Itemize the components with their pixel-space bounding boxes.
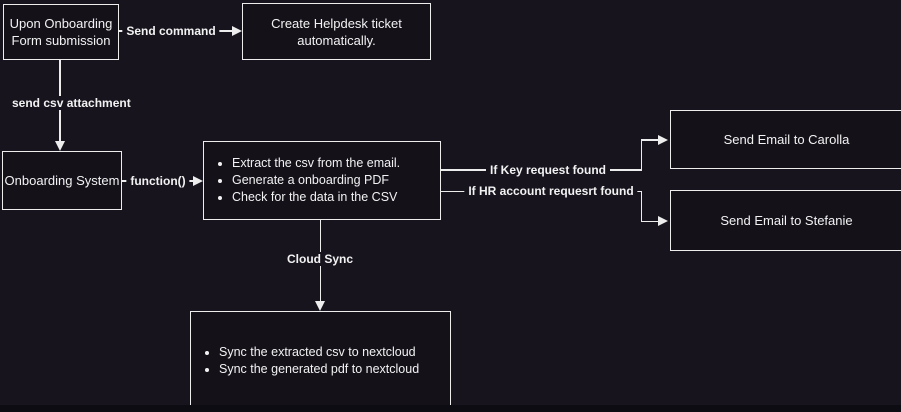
edge-hr-account-line <box>642 220 659 222</box>
bottom-edge-strip <box>0 405 901 412</box>
edge-label-cloud-sync[interactable]: Cloud Sync <box>282 252 358 266</box>
cloud-sync-task: Sync the extracted csv to nextcloud <box>219 344 419 361</box>
cloud-sync-task: Sync the generated pdf to nextcloud <box>219 361 419 378</box>
arrowhead-right-icon <box>658 216 668 226</box>
process-step: Generate a onboarding PDF <box>232 172 400 189</box>
process-step: Extract the csv from the email. <box>232 155 400 172</box>
node-cloud-sync-tasks[interactable]: Sync the extracted csv to nextcloud Sync… <box>190 311 451 411</box>
edge-label-if-hr-account[interactable]: If HR account requesrt found <box>464 184 638 198</box>
process-steps-list: Extract the csv from the email. Generate… <box>204 155 400 206</box>
node-upon-onboarding[interactable]: Upon Onboarding Form submission <box>3 4 119 60</box>
arrowhead-down-icon <box>315 301 325 311</box>
arrowhead-right-icon <box>658 135 668 145</box>
arrowhead-down-icon <box>55 141 65 151</box>
edge-label-if-key-request[interactable]: If Key request found <box>485 163 611 177</box>
node-send-email-carolla[interactable]: Send Email to Carolla <box>670 110 901 169</box>
arrowhead-right-icon <box>193 176 203 186</box>
edge-label-send-csv-attachment[interactable]: send csv attachment <box>8 96 135 110</box>
arrowhead-right-icon <box>232 26 242 36</box>
node-onboarding-system[interactable]: Onboarding System <box>2 151 122 210</box>
edge-key-request-line <box>642 139 659 141</box>
node-process-steps[interactable]: Extract the csv from the email. Generate… <box>203 141 441 220</box>
edge-label-function[interactable]: function() <box>126 174 190 188</box>
node-create-helpdesk-ticket[interactable]: Create Helpdesk ticket automatically. <box>242 3 431 60</box>
edge-hr-account-line <box>640 191 642 222</box>
process-step: Check for the data in the CSV <box>232 189 400 206</box>
edge-label-send-command[interactable]: Send command <box>122 24 220 38</box>
edge-key-request-line <box>640 139 642 170</box>
node-send-email-stefanie[interactable]: Send Email to Stefanie <box>670 190 901 251</box>
cloud-sync-tasks-list: Sync the extracted csv to nextcloud Sync… <box>191 344 419 378</box>
